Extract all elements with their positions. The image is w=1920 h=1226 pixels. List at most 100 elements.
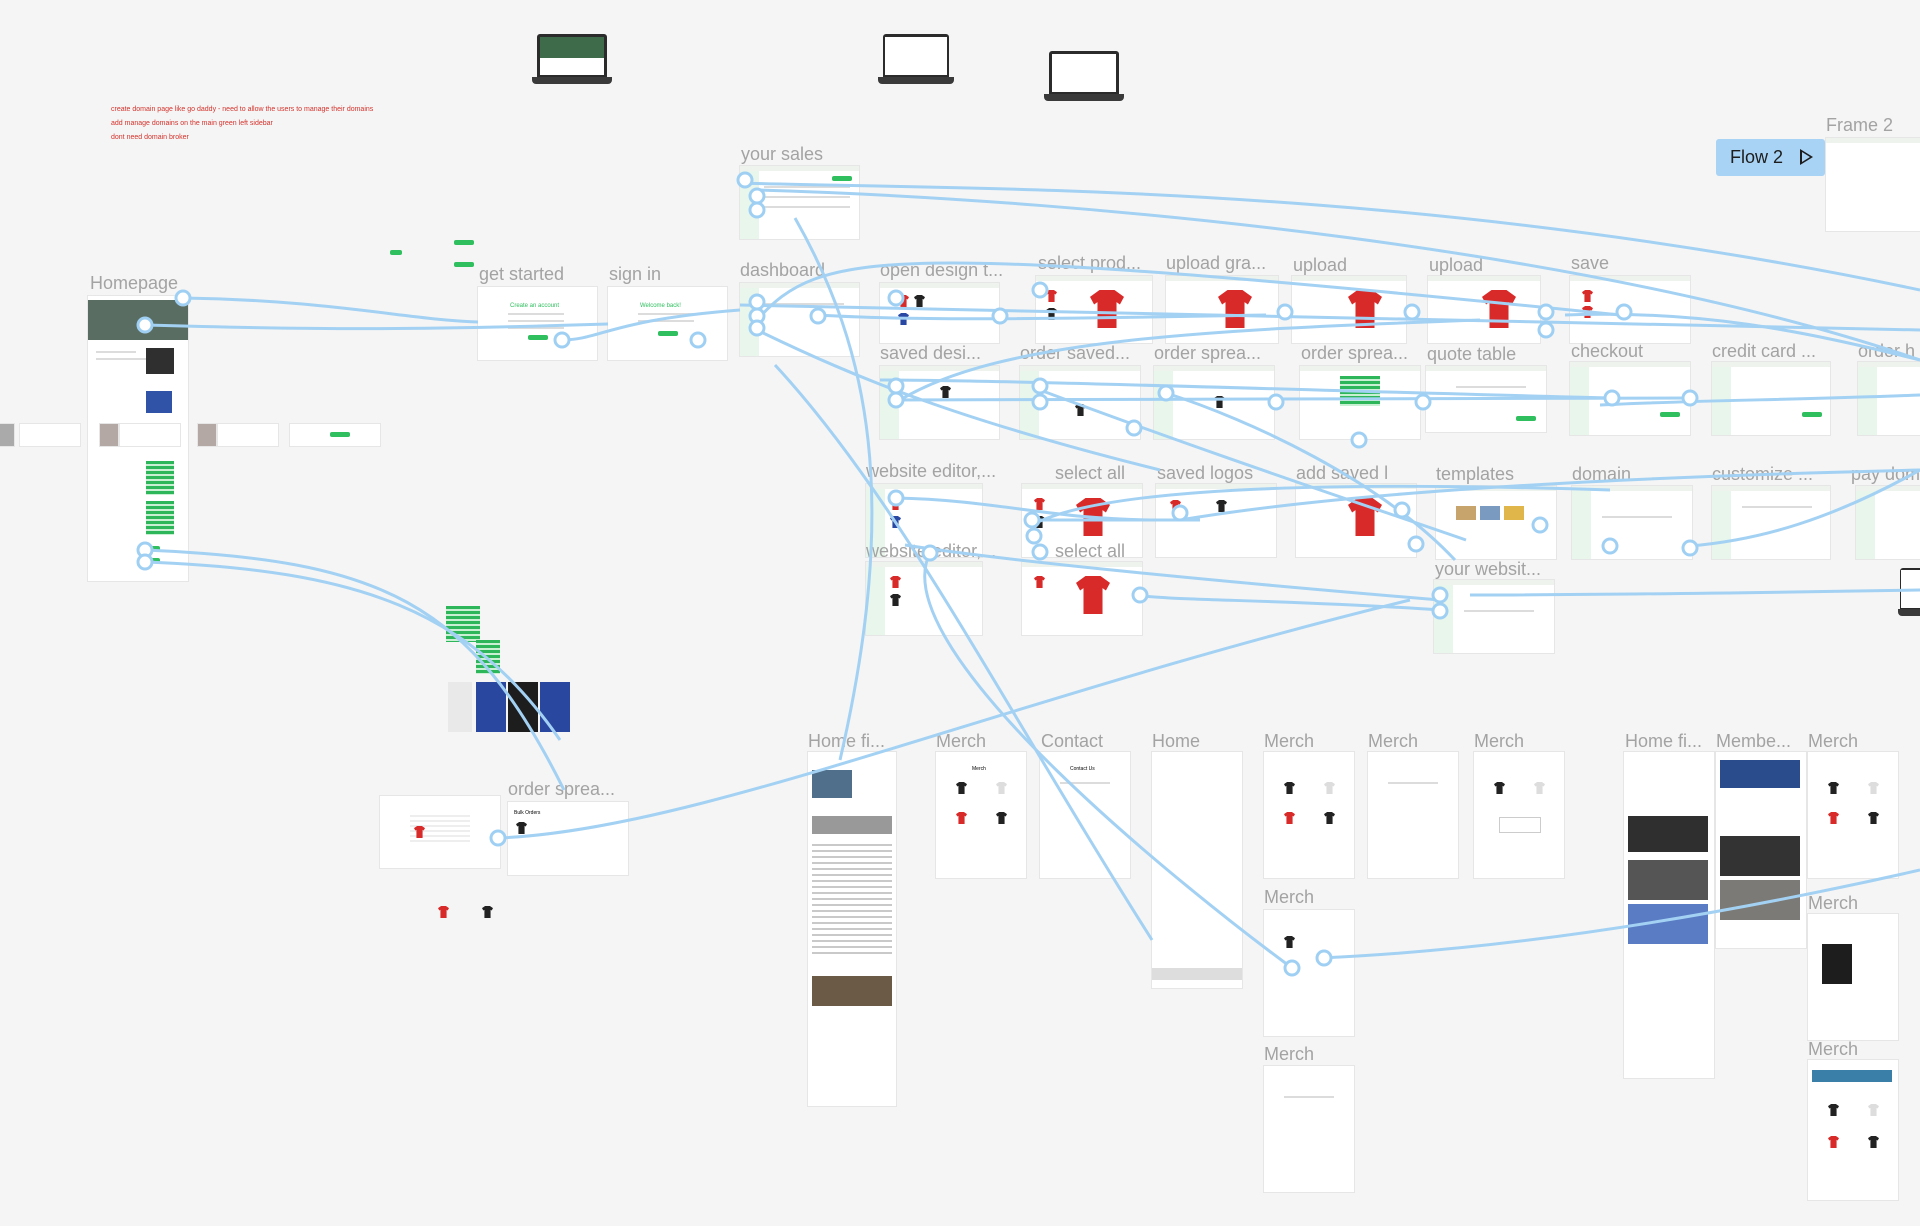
frame-select-all-2[interactable] <box>1022 562 1142 635</box>
frame-label-home-fi-1[interactable]: Home fi... <box>808 731 886 751</box>
frame-home[interactable] <box>1152 752 1242 988</box>
frame-label-saved-designs[interactable]: saved desi... <box>880 343 982 363</box>
shirt-blue-2[interactable] <box>540 682 570 732</box>
frame-label-add-saved[interactable]: add saved l <box>1296 463 1389 483</box>
frame-label-website-editor-1[interactable]: website editor,... <box>866 461 997 481</box>
frame-strip-5[interactable] <box>198 424 216 446</box>
frame-label-upload-1[interactable]: upload <box>1293 255 1348 275</box>
frame-domain[interactable] <box>1572 486 1692 559</box>
frame-label-pay-domain[interactable]: pay dom <box>1851 464 1920 484</box>
frame-merch-8[interactable] <box>1808 914 1898 1040</box>
frame-label-your-website[interactable]: your websit... <box>1435 559 1542 579</box>
frame-strip-6[interactable] <box>218 424 278 446</box>
frame-merch-4[interactable] <box>1474 752 1564 878</box>
frame-templates[interactable] <box>1436 486 1556 559</box>
frame-customize[interactable] <box>1712 486 1830 559</box>
frame-strip-3[interactable] <box>100 424 118 446</box>
frame-label-your-sales[interactable]: your sales <box>741 144 824 164</box>
frame-save[interactable] <box>1570 276 1690 343</box>
frame-credit-card[interactable] <box>1712 362 1830 435</box>
frame-label-checkout[interactable]: checkout <box>1571 341 1644 361</box>
frame-label-quote-table[interactable]: quote table <box>1427 344 1517 364</box>
laptop-mockup-1[interactable] <box>532 34 612 84</box>
frame-label-credit-card[interactable]: credit card ... <box>1712 341 1817 361</box>
frame-saved-designs[interactable] <box>880 366 999 439</box>
frame-label-get-started[interactable]: get started <box>479 264 565 284</box>
frame-label-contact[interactable]: Contact <box>1041 731 1104 751</box>
frame-label-merch-7[interactable]: Merch <box>1808 731 1859 751</box>
frame-saved-logos[interactable] <box>1156 484 1276 557</box>
frame-label-website-editor-2[interactable]: website editor,... <box>866 541 997 561</box>
frame-website-editor-2[interactable] <box>866 562 982 635</box>
frame-label-select-all-2[interactable]: select all <box>1055 541 1126 561</box>
frame-merch-6[interactable] <box>1264 1066 1354 1192</box>
frame-label-merch-9[interactable]: Merch <box>1808 1039 1859 1059</box>
frame-label-order-h[interactable]: order h <box>1858 341 1916 361</box>
frame-label-templates[interactable]: templates <box>1436 464 1515 484</box>
shirt-white[interactable] <box>448 682 472 732</box>
frame-label-order-spread-2[interactable]: order sprea... <box>1301 343 1409 363</box>
frame-label-domain[interactable]: domain <box>1572 464 1632 484</box>
frame-label-homepage[interactable]: Homepage <box>90 273 179 293</box>
sheet-image-2[interactable] <box>476 640 500 674</box>
frame-order-spread-1[interactable] <box>1154 366 1274 439</box>
frame-label-upload-graphic[interactable]: upload gra... <box>1166 253 1267 273</box>
frame-label-merch-4[interactable]: Merch <box>1474 731 1525 751</box>
laptop-mockup-4[interactable] <box>1898 568 1920 616</box>
frame-label-order-spread-1[interactable]: order sprea... <box>1154 343 1262 363</box>
frame-label-open-design[interactable]: open design t... <box>880 260 1004 280</box>
frame-label-frame-2[interactable]: Frame 2 <box>1826 115 1894 135</box>
flow-2-button[interactable]: Flow 2 <box>1716 139 1825 176</box>
frame-select-product[interactable] <box>1036 276 1152 343</box>
frame-strip-7[interactable] <box>290 424 380 446</box>
frame-merch-1[interactable]: Merch <box>936 752 1026 878</box>
frame-label-select-all-1[interactable]: select all <box>1055 463 1126 483</box>
frame-strip-1[interactable] <box>0 424 14 446</box>
frame-merch-7[interactable] <box>1808 752 1898 878</box>
frame-order-saved[interactable] <box>1020 366 1140 439</box>
frame-label-order-saved[interactable]: order saved... <box>1020 343 1131 363</box>
frame-label-home[interactable]: Home <box>1152 731 1201 751</box>
small-red-shirt[interactable] <box>438 906 449 918</box>
frame-label-upload-2[interactable]: upload <box>1429 255 1484 275</box>
laptop-mockup-3[interactable] <box>1044 51 1124 101</box>
frame-label-sign-in[interactable]: sign in <box>609 264 662 284</box>
frame-quantity-grid[interactable] <box>380 796 500 868</box>
frame-merch-5[interactable] <box>1264 910 1354 1036</box>
frame-sign-in[interactable]: Welcome back! <box>608 287 727 360</box>
frame-order-spread-3[interactable]: Bulk Orders <box>508 802 628 875</box>
frame-merch-3[interactable] <box>1368 752 1458 878</box>
frame-merch-2[interactable] <box>1264 752 1354 878</box>
frame-open-design[interactable] <box>880 283 999 343</box>
frame-order-spread-2[interactable] <box>1300 366 1420 439</box>
frame-label-customize[interactable]: customize ... <box>1712 464 1814 484</box>
frame-your-website[interactable] <box>1434 580 1554 653</box>
frame-pay-domain[interactable] <box>1856 486 1920 559</box>
sheet-image-1[interactable] <box>446 606 480 642</box>
frame-label-home-fi-2[interactable]: Home fi... <box>1625 731 1703 751</box>
shirt-black[interactable] <box>508 682 538 732</box>
signup-snippets[interactable] <box>390 236 476 276</box>
frame-label-members[interactable]: Membe... <box>1716 731 1792 751</box>
frame-quote-table[interactable] <box>1426 366 1546 432</box>
frame-dashboard[interactable] <box>740 283 859 356</box>
frame-label-merch-8[interactable]: Merch <box>1808 893 1859 913</box>
frame-label-save[interactable]: save <box>1571 253 1610 273</box>
frame-label-saved-logos[interactable]: saved logos <box>1157 463 1254 483</box>
frame-get-started[interactable]: Create an account <box>478 287 597 360</box>
frame-merch-9[interactable] <box>1808 1060 1898 1200</box>
frame-label-order-spread-3[interactable]: order sprea... <box>508 779 616 799</box>
frame-label-merch-2[interactable]: Merch <box>1264 731 1315 751</box>
frame-contact[interactable]: Contact Us <box>1040 752 1130 878</box>
frame-label-merch-1[interactable]: Merch <box>936 731 987 751</box>
frame-add-saved[interactable] <box>1296 484 1416 557</box>
frame-strip-4[interactable] <box>120 424 180 446</box>
frame-home-fi-2[interactable] <box>1624 752 1714 1078</box>
frame-members[interactable] <box>1716 752 1806 948</box>
frame-upload-1[interactable] <box>1292 276 1406 343</box>
frame-strip-2[interactable] <box>20 424 80 446</box>
frame-label-select-product[interactable]: select prod... <box>1038 253 1142 273</box>
laptop-mockup-2[interactable] <box>878 34 954 84</box>
frame-upload-2[interactable] <box>1428 276 1540 343</box>
